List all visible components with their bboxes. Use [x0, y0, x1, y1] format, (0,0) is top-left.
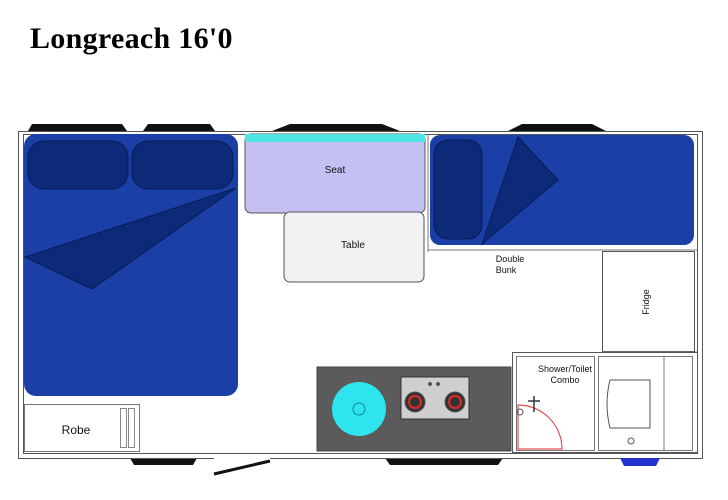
- table: [283, 211, 425, 283]
- shower-door-swing: [517, 404, 563, 450]
- main-bed: [24, 134, 238, 396]
- fridge-label: Fridge: [641, 289, 651, 315]
- burner-left: [404, 391, 426, 413]
- sink-drain: [352, 402, 366, 416]
- toilet: [606, 379, 651, 429]
- bunk-blanket-fold: [480, 136, 559, 246]
- window-top-4: [508, 124, 606, 131]
- entry-door: [213, 459, 271, 476]
- table-label: Table: [341, 240, 365, 251]
- window-top-2: [143, 124, 215, 131]
- entry-door-opening: [214, 454, 270, 461]
- window-top-1: [28, 124, 127, 131]
- fridge: [602, 251, 695, 352]
- window-bottom-2: [385, 458, 503, 465]
- seat-backrest: [245, 134, 425, 142]
- sink: [332, 382, 386, 436]
- window-bottom-1: [130, 458, 197, 465]
- bunk-pillow: [433, 139, 483, 240]
- bunk-label-line1: Double: [496, 254, 525, 264]
- shower-label-line1: Shower/Toilet: [538, 364, 593, 374]
- window-top-3: [272, 124, 400, 131]
- entry-step: [620, 458, 660, 466]
- shower-label-line2: Combo: [550, 375, 579, 385]
- bed-blanket-fold: [23, 187, 237, 290]
- bunk-label-line2: Bunk: [496, 265, 517, 275]
- pillow-right: [131, 140, 234, 190]
- pillow-left: [27, 140, 129, 190]
- burner-right: [444, 391, 466, 413]
- robe-label: Robe: [62, 423, 91, 437]
- seat-label: Seat: [325, 165, 346, 176]
- floorplan-title: Longreach 16'0: [30, 22, 233, 55]
